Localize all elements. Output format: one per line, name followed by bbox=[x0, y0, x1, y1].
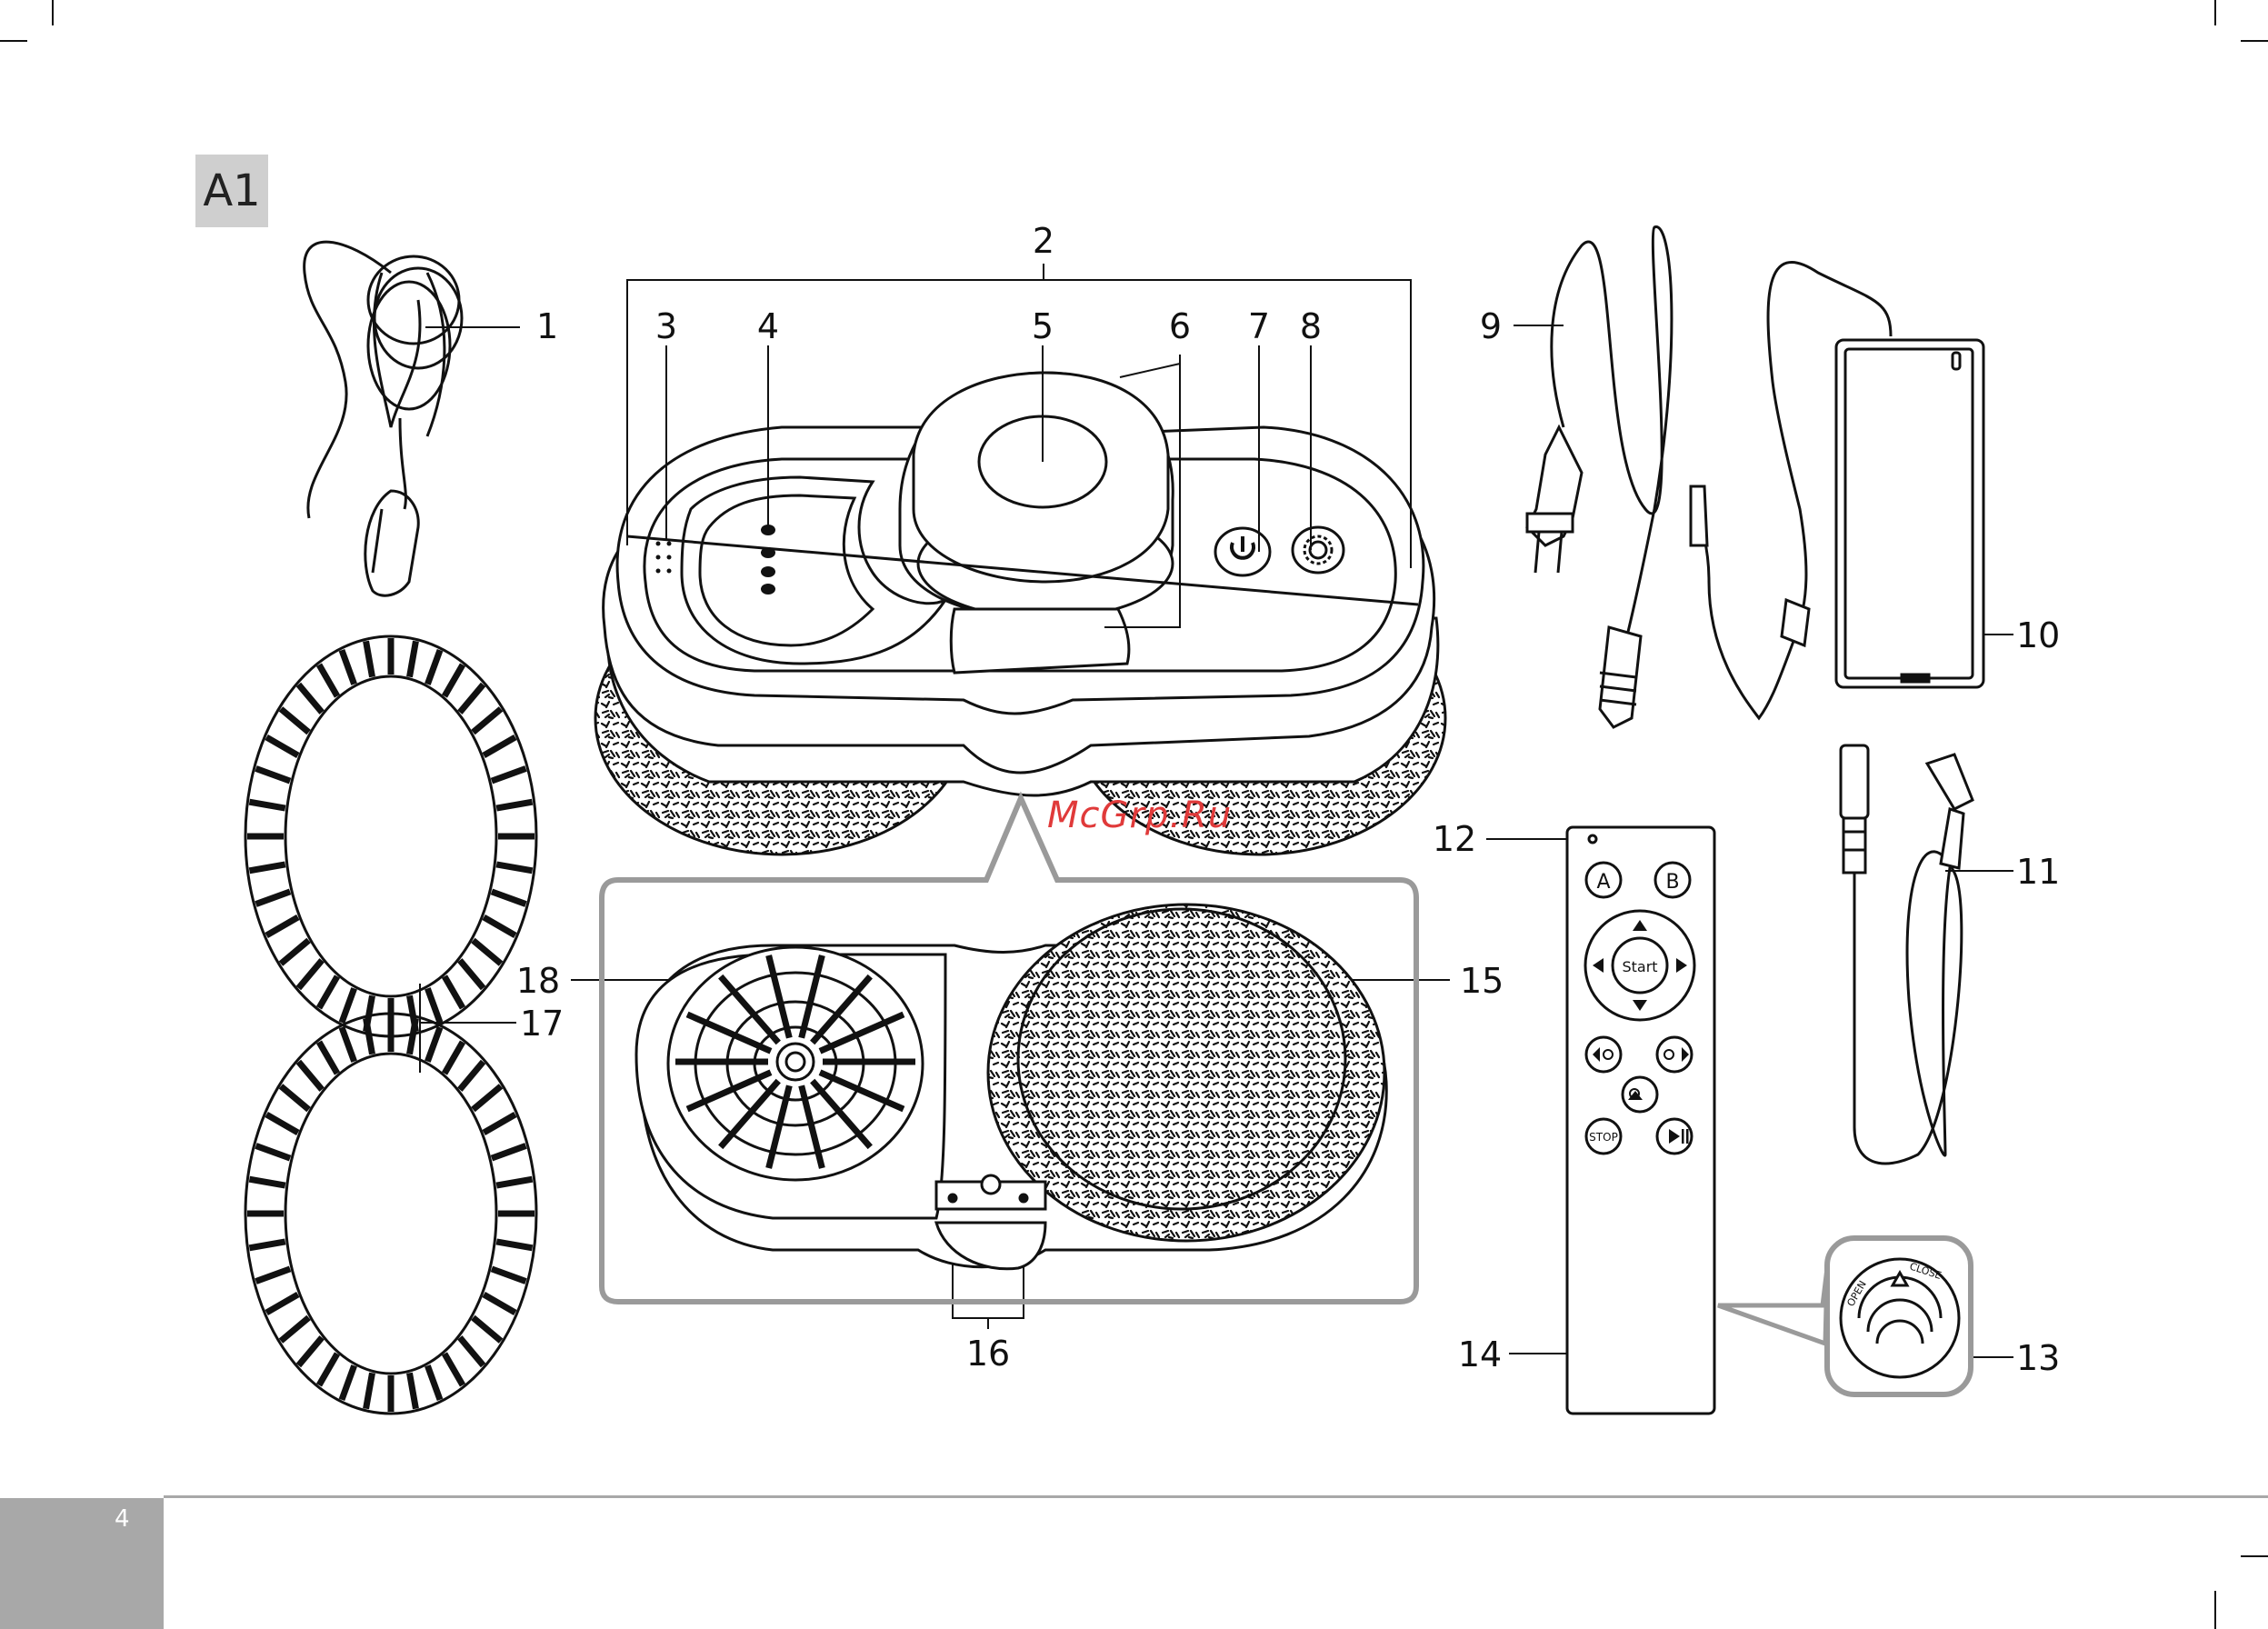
remote-button-start: Start bbox=[1622, 958, 1657, 975]
ring-segment bbox=[427, 650, 440, 685]
ring-segment bbox=[484, 1114, 515, 1133]
ring-segment bbox=[496, 1242, 532, 1248]
ring-segment bbox=[281, 1086, 309, 1110]
ring-segment bbox=[473, 1086, 501, 1110]
power-cable bbox=[1527, 226, 1672, 727]
ring-segment bbox=[460, 1062, 484, 1090]
ring-segment bbox=[256, 892, 291, 904]
callout-1: 1 bbox=[536, 306, 558, 346]
ring-segment bbox=[342, 1027, 355, 1062]
remote-button-a: A bbox=[1596, 871, 1610, 894]
ring-segment bbox=[298, 685, 322, 713]
ring-segment bbox=[366, 1018, 373, 1054]
callout-15: 15 bbox=[1460, 961, 1504, 1001]
remote-control bbox=[1567, 827, 1714, 1414]
ring-segment bbox=[492, 1269, 526, 1282]
callout-4: 4 bbox=[757, 306, 779, 346]
ring-segment bbox=[484, 917, 515, 935]
ring-segment bbox=[460, 960, 484, 988]
callout-3: 3 bbox=[655, 306, 677, 346]
ring-segment bbox=[409, 1018, 415, 1054]
ring-segment bbox=[427, 1027, 440, 1062]
ring-segment bbox=[496, 1179, 532, 1185]
watermark: McGrp.Ru bbox=[1047, 795, 1232, 836]
ring-segment bbox=[342, 650, 355, 685]
extension-cable bbox=[1841, 745, 1973, 1164]
ring-segment bbox=[445, 976, 463, 1008]
ring-segment bbox=[266, 1294, 298, 1313]
ring-segment bbox=[445, 665, 463, 696]
battery-cover bbox=[1841, 1259, 1959, 1377]
ring-segment bbox=[249, 1179, 285, 1185]
remote-button-b: B bbox=[1665, 871, 1679, 894]
power-adapter bbox=[1691, 262, 1983, 718]
callout-18: 18 bbox=[516, 961, 560, 1001]
robot-body bbox=[595, 373, 1445, 854]
ring-segment bbox=[460, 1337, 484, 1365]
callout-14: 14 bbox=[1458, 1334, 1502, 1374]
ring-segment bbox=[427, 988, 440, 1023]
felt-ring-bottom bbox=[245, 1014, 536, 1414]
ring-segment bbox=[492, 768, 526, 781]
ring-segment bbox=[409, 641, 415, 676]
callout-16: 16 bbox=[966, 1334, 1010, 1374]
ring-segment bbox=[249, 864, 285, 871]
ring-segment bbox=[496, 864, 532, 871]
ring-segment bbox=[366, 1373, 373, 1408]
ring-segment bbox=[319, 1354, 337, 1385]
callout-17: 17 bbox=[520, 1004, 564, 1044]
ring-segment bbox=[496, 802, 532, 808]
callout-13: 13 bbox=[2016, 1338, 2060, 1378]
ring-segment bbox=[281, 1317, 309, 1341]
ring-segment bbox=[256, 1269, 291, 1282]
ring-segment bbox=[484, 1294, 515, 1313]
ring-segment bbox=[249, 802, 285, 808]
ring-segment bbox=[427, 1365, 440, 1400]
ring-segment bbox=[473, 1317, 501, 1341]
ring-segment bbox=[319, 665, 337, 696]
callout-6: 6 bbox=[1169, 306, 1191, 346]
battery-inset-pointer bbox=[1718, 1268, 1827, 1344]
ring-segment bbox=[473, 940, 501, 964]
ring-segment bbox=[460, 685, 484, 713]
callout-11: 11 bbox=[2016, 852, 2060, 892]
footer-block bbox=[0, 1498, 164, 1629]
ring-segment bbox=[492, 892, 526, 904]
ring-segment bbox=[256, 768, 291, 781]
robot-underside bbox=[636, 904, 1386, 1269]
remote-button-stop: STOP bbox=[1589, 1131, 1618, 1144]
ring-segment bbox=[319, 976, 337, 1008]
ring-segment bbox=[473, 709, 501, 733]
ring-segment bbox=[409, 1373, 415, 1408]
ring-segment bbox=[342, 988, 355, 1023]
ring-segment bbox=[281, 709, 309, 733]
safety-rope bbox=[305, 242, 462, 595]
ring-segment bbox=[366, 641, 373, 676]
callout-10: 10 bbox=[2016, 615, 2060, 655]
callout-12: 12 bbox=[1433, 819, 1476, 859]
felt-ring-top bbox=[245, 636, 536, 1036]
ring-segment bbox=[249, 1242, 285, 1248]
ring-segment bbox=[342, 1365, 355, 1400]
ring-segment bbox=[281, 940, 309, 964]
callout-5: 5 bbox=[1032, 306, 1054, 346]
ring-segment bbox=[266, 737, 298, 755]
ring-segment bbox=[445, 1042, 463, 1074]
ring-segment bbox=[298, 1337, 322, 1365]
callout-2: 2 bbox=[1033, 221, 1054, 261]
ring-segment bbox=[298, 1062, 322, 1090]
callout-9: 9 bbox=[1480, 306, 1502, 346]
callout-8: 8 bbox=[1300, 306, 1322, 346]
page-number: 4 bbox=[115, 1505, 130, 1533]
ring-segment bbox=[445, 1354, 463, 1385]
ring-segment bbox=[266, 1114, 298, 1133]
ring-segment bbox=[298, 960, 322, 988]
footer-rule bbox=[164, 1495, 2268, 1498]
ring-segment bbox=[492, 1145, 526, 1158]
ring-segment bbox=[256, 1145, 291, 1158]
ring-segment bbox=[484, 737, 515, 755]
ring-segment bbox=[319, 1042, 337, 1074]
callout-7: 7 bbox=[1248, 306, 1270, 346]
ring-segment bbox=[266, 917, 298, 935]
